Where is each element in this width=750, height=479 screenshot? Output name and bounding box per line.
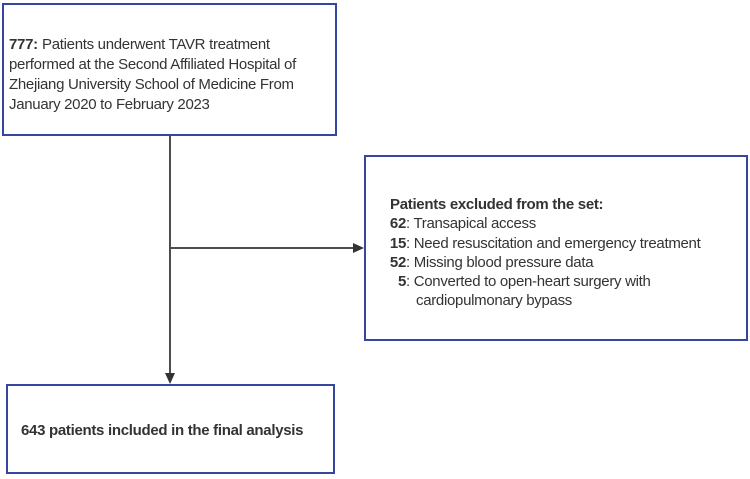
excluded-item: 62 : Transapical access [386, 214, 738, 233]
excluded-patients-box: Patients excluded from the set: 62 : Tra… [364, 155, 748, 341]
excluded-item-label: : Need resuscitation and emergency treat… [406, 234, 701, 252]
excluded-item: 52 : Missing blood pressure data [386, 253, 738, 272]
excluded-item: 5 : Converted to open-heart surgery with… [386, 272, 738, 311]
enrolled-line-4: January 2020 to February 2023 [9, 96, 210, 113]
excluded-item-count: 5 [397, 273, 406, 291]
excluded-item-label: : Missing blood pressure data [406, 253, 594, 271]
final-analysis-text: 643 patients included in the final analy… [21, 422, 304, 439]
excluded-item-count: 52 [389, 253, 406, 271]
enrolled-line-1: 777:Patients underwent TAVR treatment [9, 35, 329, 55]
enrolled-line-1-text: Patients underwent TAVR treatment [42, 36, 270, 53]
connector-horizontal-line [169, 247, 354, 249]
excluded-item-label-line1: : Converted to open-heart surgery with [406, 273, 651, 291]
excluded-item-count: 15 [389, 234, 406, 252]
enrolled-line-3: Zhejiang University School of Medicine F… [9, 76, 294, 93]
excluded-item: 15 : Need resuscitation and emergency tr… [386, 234, 738, 253]
excluded-item-label: : Transapical access [406, 215, 536, 233]
arrowhead-down-icon [165, 373, 175, 384]
excluded-title: Patients excluded from the set: [390, 196, 604, 213]
enrolled-count: 777: [9, 36, 38, 53]
arrowhead-right-icon [353, 243, 364, 253]
excluded-item-label-line2: cardiopulmonary bypass [416, 292, 572, 310]
enrolled-line-2: performed at the Second Affiliated Hospi… [9, 56, 296, 73]
excluded-item-count: 62 [389, 215, 406, 233]
enrolled-patients-box: 777:Patients underwent TAVR treatment pe… [2, 3, 337, 136]
final-analysis-box: 643 patients included in the final analy… [6, 384, 335, 474]
connector-vertical-line [169, 136, 171, 374]
